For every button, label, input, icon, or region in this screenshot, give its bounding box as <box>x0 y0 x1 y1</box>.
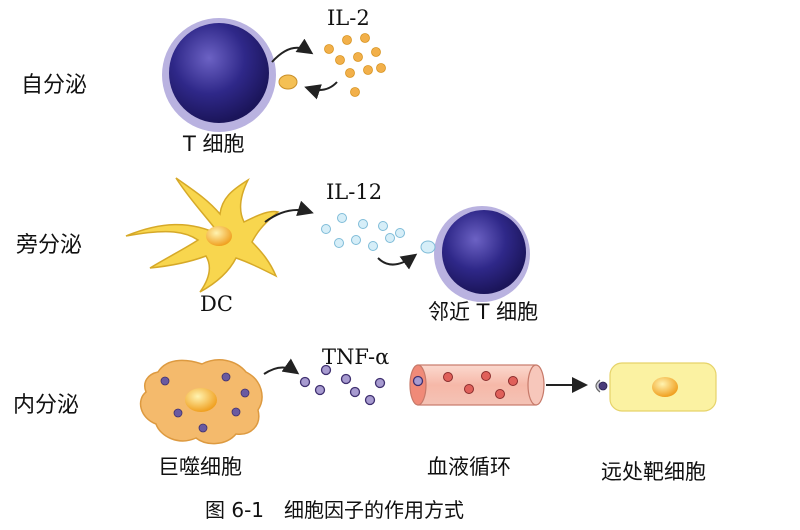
tnf-alpha-label: TNF-α <box>322 345 390 369</box>
t-cell-label: T 细胞 <box>183 132 245 156</box>
il2-label: IL-2 <box>327 6 370 30</box>
neighbor-t-cell-label: 邻近 T 细胞 <box>428 300 539 324</box>
tnf-molecules <box>299 364 386 406</box>
blood-circulation-label: 血液循环 <box>427 455 511 479</box>
il12-molecules <box>321 213 405 251</box>
dc-label: DC <box>200 292 233 316</box>
dendritic-cell <box>125 177 280 293</box>
endocrine-arrows <box>263 358 588 393</box>
paracrine-t-cell <box>420 206 530 302</box>
endocrine-mode-label: 内分泌 <box>13 393 80 418</box>
distant-target-cell-label: 远处靶细胞 <box>601 460 706 484</box>
paracrine-arrows <box>264 200 418 270</box>
macrophage-label: 巨噬细胞 <box>158 455 242 479</box>
blood-vessel <box>409 364 545 406</box>
il2-molecules <box>324 33 386 97</box>
autocrine-mode-label: 自分泌 <box>21 73 88 98</box>
macrophage <box>139 359 263 445</box>
il12-label: IL-12 <box>326 180 383 204</box>
distant-target-cell <box>595 362 717 412</box>
autocrine-arrows <box>271 38 338 100</box>
paracrine-mode-label: 旁分泌 <box>16 233 83 258</box>
figure-caption: 图 6-1 细胞因子的作用方式 <box>205 498 465 522</box>
autocrine-t-cell <box>162 18 298 132</box>
